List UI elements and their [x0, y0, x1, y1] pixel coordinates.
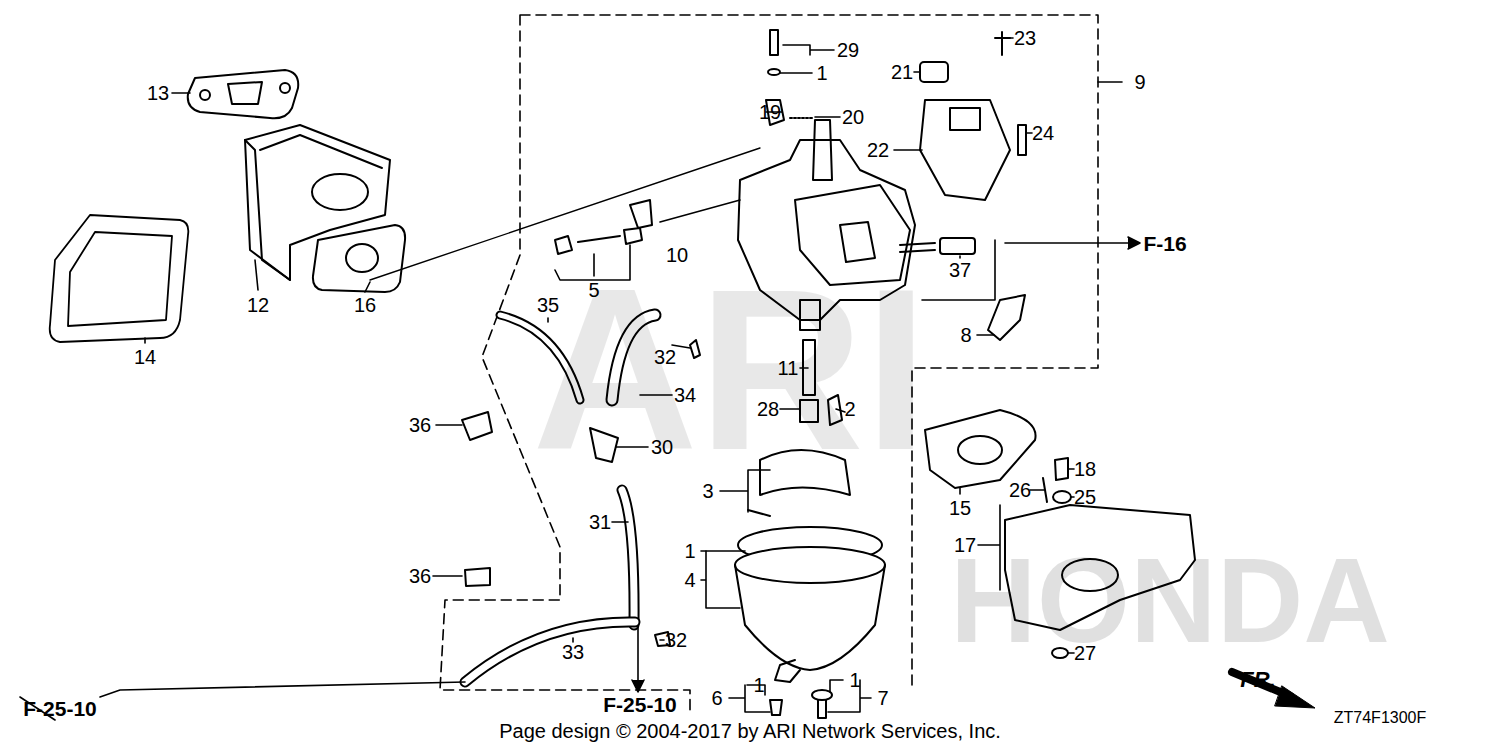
gasket — [50, 215, 189, 342]
page-reference: F-16 — [1143, 233, 1186, 254]
callout-number: 29 — [837, 40, 859, 60]
float-bowl — [735, 527, 885, 718]
watermark: HONDA — [950, 540, 1390, 660]
copyright-note: Page design © 2004-2017 by ARI Network S… — [499, 721, 1001, 741]
gasket — [313, 225, 405, 292]
callout-number: 26 — [1009, 480, 1031, 500]
gasket — [188, 70, 298, 118]
callout-number: 4 — [684, 570, 695, 590]
callout-number: 1 — [753, 675, 764, 695]
callout-number: 24 — [1032, 123, 1054, 143]
callout-number: 36 — [409, 566, 431, 586]
page-reference: F-25-10 — [23, 698, 97, 719]
callout-number: 12 — [247, 295, 269, 315]
callout-number: 33 — [562, 642, 584, 662]
watermark: ARI — [532, 255, 928, 485]
callout-number: 9 — [1134, 72, 1145, 92]
callout-number: 23 — [1014, 28, 1036, 48]
callout-number: 21 — [891, 62, 913, 82]
diagram-code: ZT74F1300F — [1334, 710, 1426, 726]
callout-number: 1 — [816, 63, 827, 83]
callout-number: 1 — [849, 670, 860, 690]
callout-number: 16 — [354, 295, 376, 315]
callout-number: 32 — [665, 630, 687, 650]
callout-number: 19 — [759, 102, 781, 122]
callout-number: 14 — [134, 347, 156, 367]
callout-number: 15 — [949, 498, 971, 518]
callout-number: 31 — [589, 512, 611, 532]
callout-number: 36 — [409, 415, 431, 435]
callout-number: 18 — [1074, 459, 1096, 479]
callout-number: 25 — [1074, 487, 1096, 507]
callout-number: 7 — [877, 688, 888, 708]
callout-number: 1 — [684, 541, 695, 561]
page-reference: F-25-10 — [603, 694, 677, 715]
direction-label: FR. — [1240, 669, 1275, 691]
callout-number: 20 — [842, 107, 864, 127]
callout-number: 6 — [711, 688, 722, 708]
callout-number: 13 — [147, 83, 169, 103]
callout-number: 22 — [867, 140, 889, 160]
callout-number: 8 — [960, 325, 971, 345]
callout-number: 37 — [949, 260, 971, 280]
